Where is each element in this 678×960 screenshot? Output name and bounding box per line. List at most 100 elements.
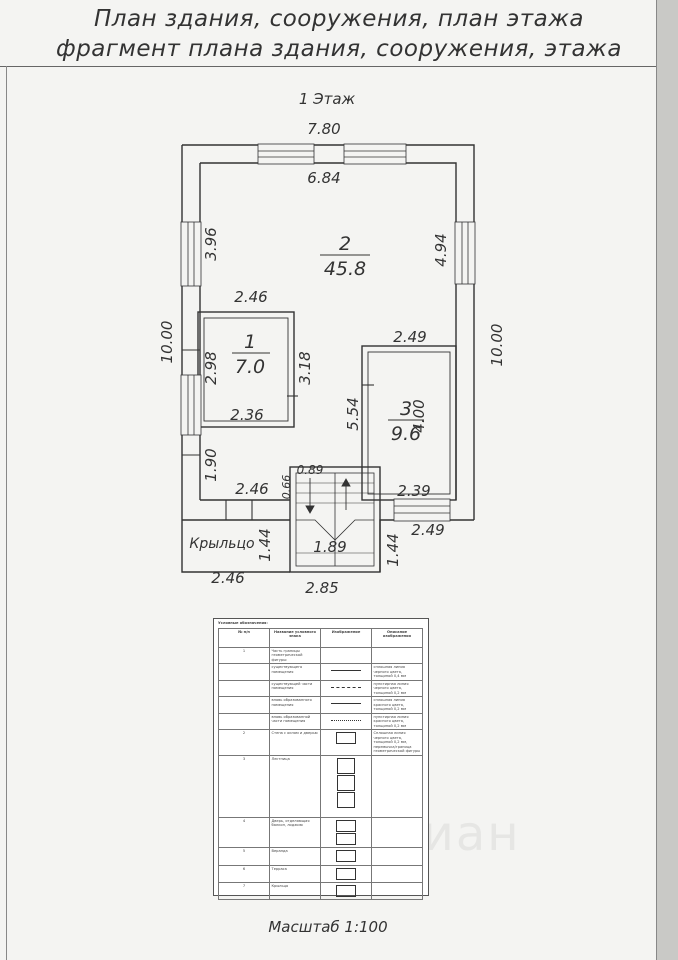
legend-symbol-line-icon [331,666,361,672]
window-top-right [343,143,407,165]
stairs-outline [289,466,381,573]
frame-line-left [6,66,7,960]
dim-room1-bottom: 2.36 [230,406,263,424]
page-edge-strip [657,0,678,960]
dim-right-upper: 4.94 [432,233,450,266]
legend-row-name: Веранда [269,846,321,866]
room-3-inner [367,351,451,495]
legend-row-name: Лестница [269,754,321,818]
dim-room3-bottom: 2.39 [397,482,430,500]
legend-symbol-box-icon [336,867,356,880]
legend-title: Условные обозначения: [218,621,268,625]
window-right [454,221,476,285]
dim-stair-side: 0.66 [280,475,293,500]
legend-row-num: 5 [218,846,270,866]
stair-arrow-down-head [305,505,315,514]
legend-row-desc: пунктирная линия красного цвета, толщино… [371,712,423,731]
legend-row-symbol [320,646,372,665]
legend-row-symbol [320,663,372,681]
legend-symbol-stairs-icon [337,791,355,808]
header-title-line1: План здания, сооружения, план этажа [93,6,585,32]
legend-row-desc [371,754,423,818]
legend-row-num: 6 [218,864,270,883]
legend-col-desc: Описание изображения [371,628,423,648]
legend-symbol-wall-icon [336,732,356,745]
legend-grid: № п/п Название условного знака Изображен… [218,628,423,900]
room-2-area: 45.8 [324,258,366,280]
dim-room1-left: 2.98 [202,351,220,384]
legend-row: вновь образованной части помещения пункти… [218,712,423,731]
dim-top-outer: 7.80 [307,120,340,138]
room-1-area: 7.0 [235,356,265,378]
legend-row-num [218,663,270,681]
floor-plan: 1 Этаж 7.80 6.84 2 45.8 1 7.0 3 9.6 Крыл… [158,90,506,597]
dim-top-inner: 6.84 [307,169,340,187]
legend-header-row: № п/п Название условного знака Изображен… [218,628,423,648]
room-1-number: 1 [244,331,256,353]
legend-row-num [218,696,270,714]
legend-row-symbol [320,712,372,731]
legend-row-desc [371,881,423,900]
legend-symbol-dash-icon [331,683,361,688]
page-header: План здания, сооружения, план этажа фраг… [0,0,678,67]
legend-row-num: 4 [218,816,270,848]
window-top-left [257,143,315,165]
door-marks [182,349,374,520]
outer-wall-top-right [182,144,475,520]
legend-row-name: вновь образованного помещения [269,696,321,714]
legend-col-num: № п/п [218,628,270,648]
legend-row-desc [371,646,423,665]
room-1-outline [197,311,295,428]
stair-arrow-up-head [341,478,351,487]
dim-room1-right: 3.18 [296,351,314,384]
legend-row-name: Часть границы геометрической фигуры: [269,646,321,665]
window-left-upper [180,221,202,287]
legend-row-symbol [320,881,372,900]
dim-porch-width: 2.46 [211,569,244,587]
dim-room3-right: 4.00 [410,399,428,432]
legend-row-desc: сплошная линия красного цвета, толщиной … [371,696,423,714]
dim-right-outer: 10.00 [488,324,506,367]
legend-row-symbol [320,729,372,756]
room-2-number: 2 [339,233,351,255]
window-bottom-right [393,498,451,522]
legend-table: Условные обозначения: № п/п Название усл… [213,618,429,900]
room-3-area: 9.6 [391,423,421,445]
dim-stair-top: 0.89 [297,463,324,477]
dim-room1-top: 2.46 [234,288,267,306]
legend-row-desc [371,816,423,848]
legend-symbol-dotted-icon [331,716,361,721]
legend-row-desc: пунктирная линия черного цвета, толщиной… [371,679,423,698]
legend-row-desc [371,864,423,883]
legend-row-desc: сплошная линия черного цвета, толщиной 0… [371,663,423,681]
legend-row-num: 1 [218,646,270,665]
stairs-winder [296,519,374,541]
legend-symbol-box-icon [336,884,356,897]
dim-left-lower: 1.90 [202,448,220,481]
dim-left-outer: 10.00 [158,321,176,364]
legend-row-name: вновь образованной части помещения [269,712,321,731]
dim-hall-width: 2.46 [235,480,268,498]
legend-row-symbol [320,679,372,698]
header-title-line2: фрагмент плана здания, сооружения, этажа [56,36,622,62]
legend-symbol-stairs-icon [337,757,355,774]
legend-row: вновь образованного помещения сплошная ли… [218,696,423,714]
legend-symbol-door-icon [336,832,356,845]
legend-row-num [218,712,270,731]
legend-symbol-stairs-icon [337,774,355,791]
scale-label: Масштаб 1:100 [268,918,388,936]
legend-row-symbol [320,696,372,714]
porch-label: Крыльцо [189,536,254,552]
windows [180,143,476,522]
legend-symbol-line-icon [331,699,361,705]
legend-row-symbol [320,816,372,848]
legend-row-symbol [320,754,372,818]
